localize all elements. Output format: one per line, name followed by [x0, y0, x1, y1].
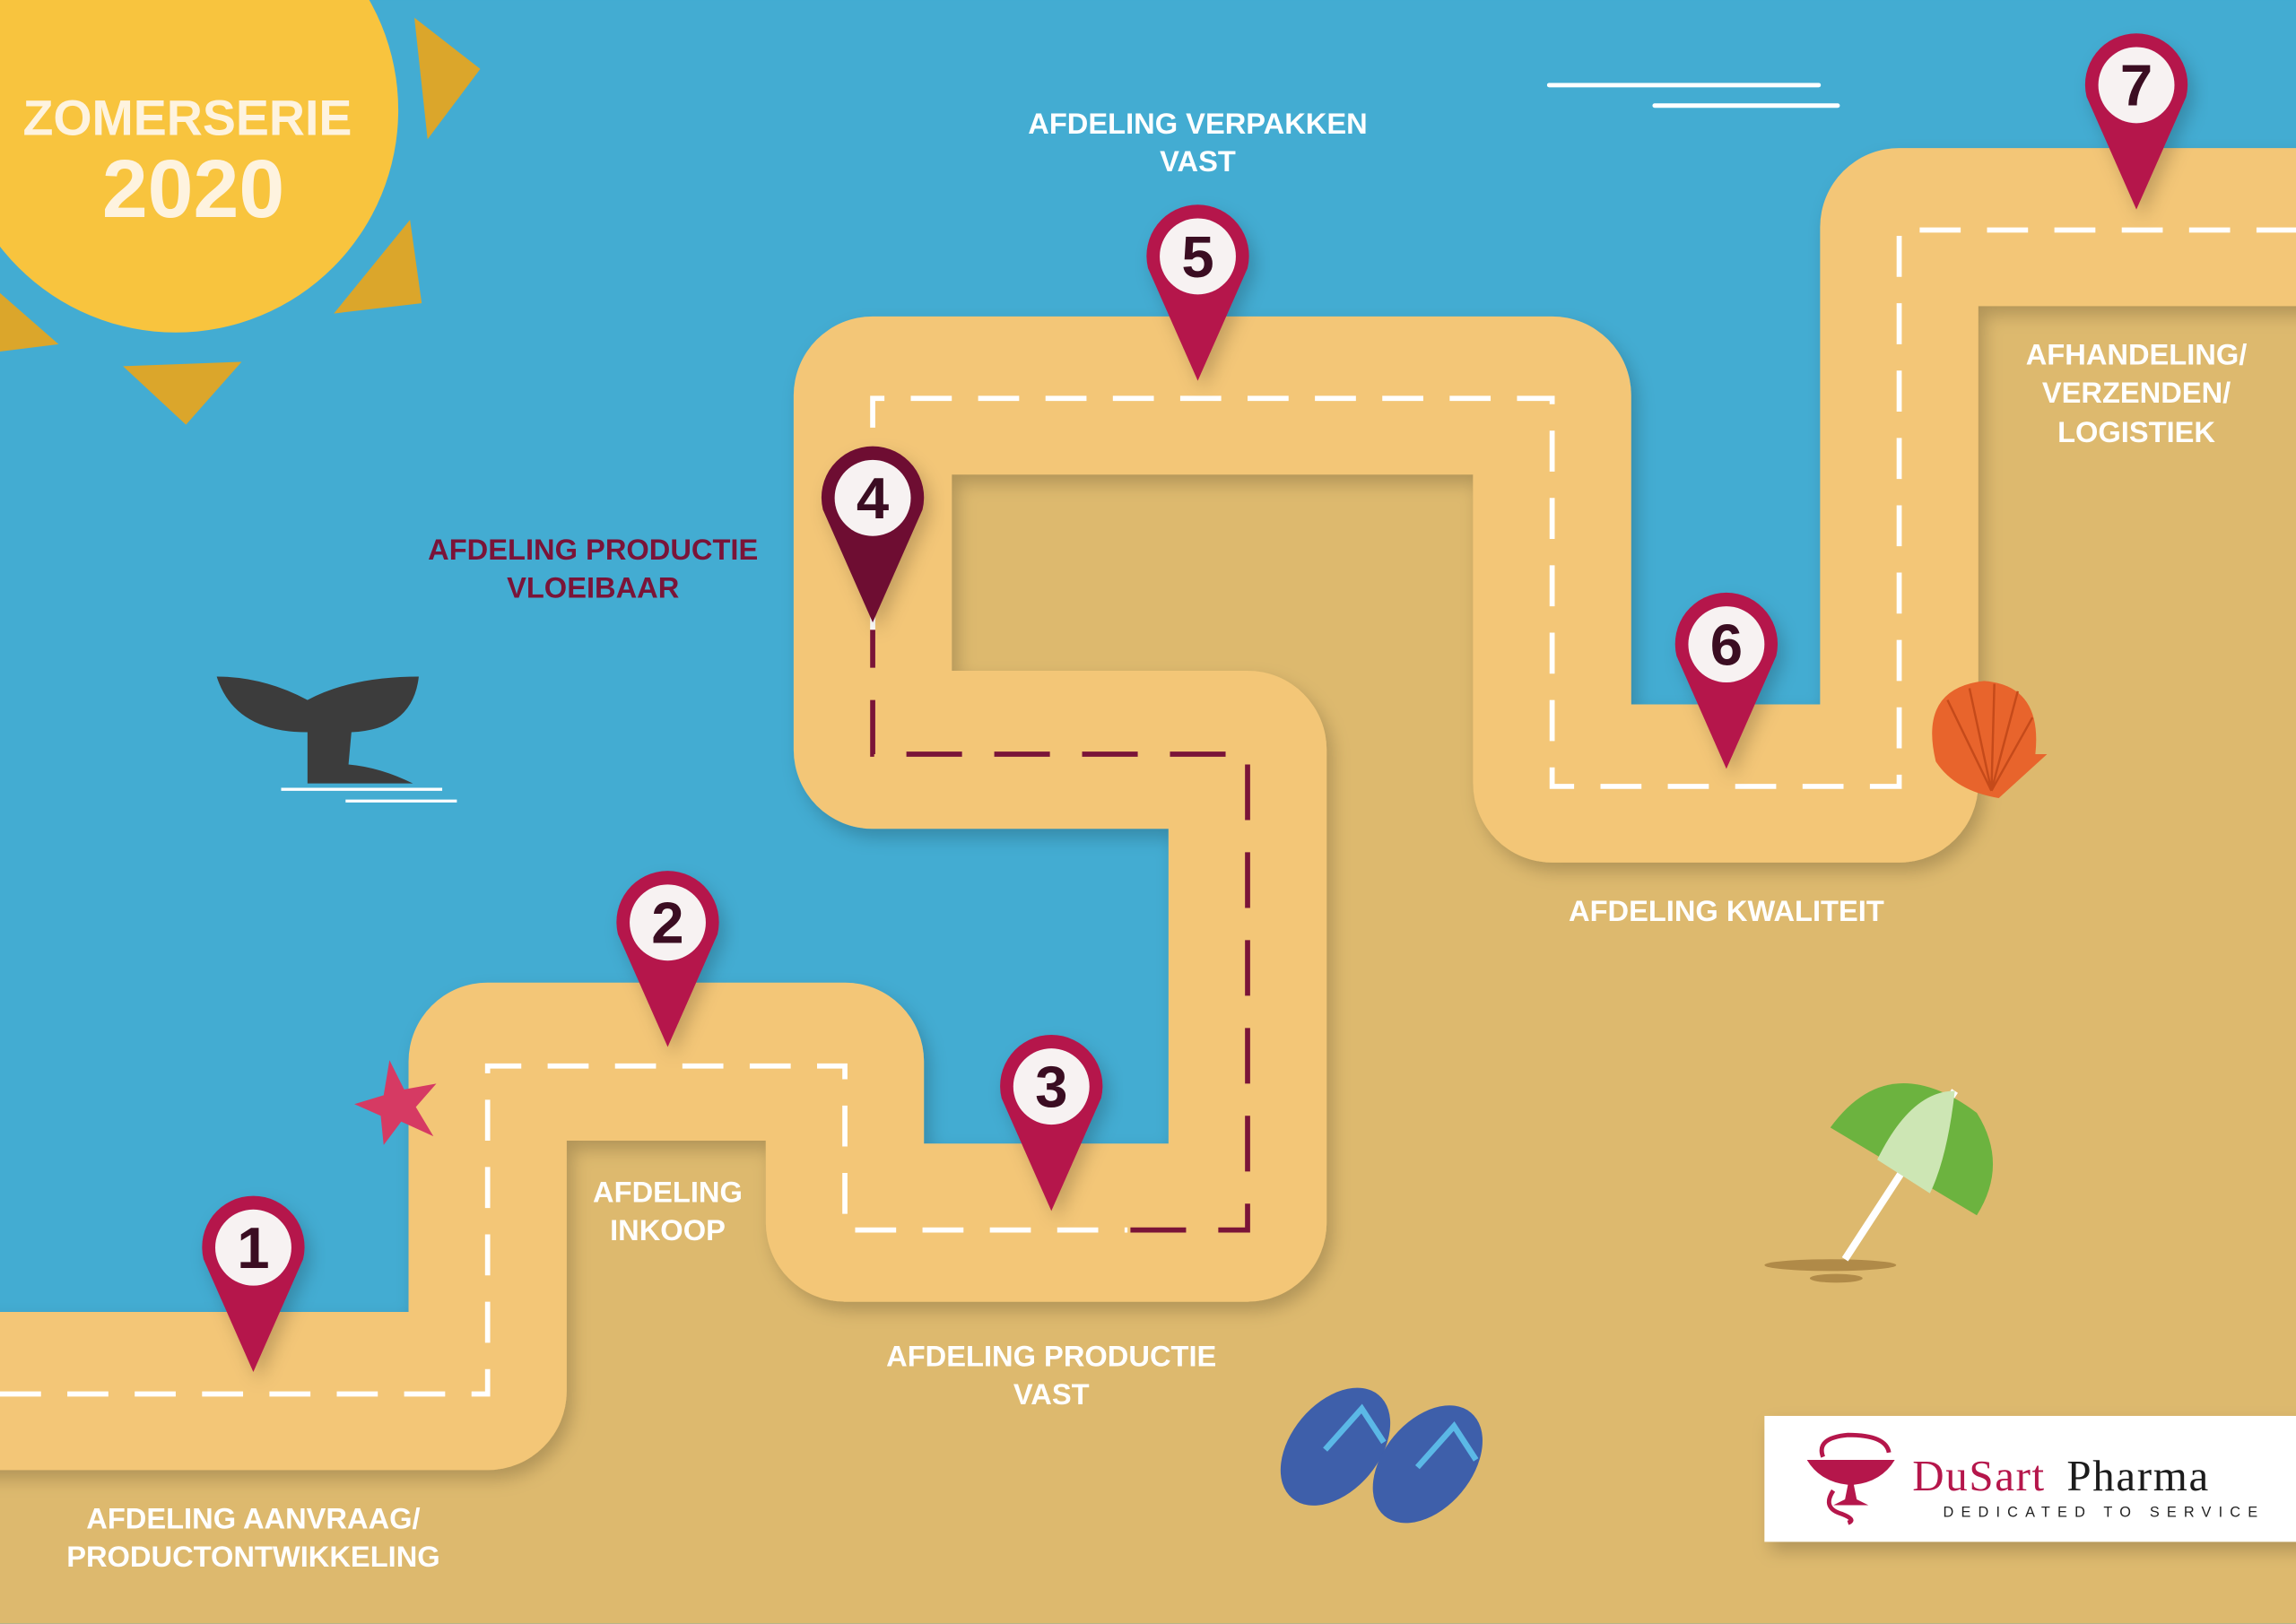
- label-line: VAST: [1160, 144, 1236, 178]
- pin-number: 3: [1035, 1054, 1067, 1119]
- svg-text:DuSart Pharma: DuSart Pharma: [1912, 1451, 2210, 1500]
- pin-number: 2: [651, 890, 683, 956]
- pin-circle: [1013, 1048, 1090, 1125]
- label-line: VERZENDEN/: [2042, 376, 2231, 409]
- water-ripples: [1546, 83, 1840, 109]
- pin-number: 5: [1181, 224, 1213, 290]
- stop-label-4: AFDELING PRODUCTIE VLOEIBAAR: [428, 533, 758, 604]
- map-pin-2: 2: [616, 871, 719, 1047]
- stop-label-5: AFDELING VERPAKKEN VAST: [1028, 107, 1367, 178]
- map-pin-7: 7: [2084, 33, 2188, 210]
- label-line: INKOOP: [610, 1213, 726, 1246]
- stop-label-2: AFDELING INKOOP: [593, 1176, 743, 1246]
- label-line: AFDELING PRODUCTIE: [886, 1339, 1216, 1372]
- stop-label-1: AFDELING AANVRAAG/ PRODUCTONTWIKKELING: [66, 1502, 439, 1573]
- label-line: AFDELING PRODUCTIE: [428, 533, 758, 566]
- seashell-icon: [1932, 681, 2048, 798]
- label-line: AFDELING VERPAKKEN: [1028, 107, 1367, 140]
- pin-number: 7: [2120, 53, 2152, 118]
- label-line: VLOEIBAAR: [507, 570, 679, 604]
- road-dashes: [0, 1063, 1128, 1397]
- label-line: AFHANDELING/: [2026, 338, 2248, 371]
- sun: ZOMERSERIE 2020: [0, 0, 481, 425]
- pin-number: 4: [857, 465, 889, 531]
- brand-part1: DuSart: [1912, 1451, 2046, 1500]
- caduceus-bowl-icon: [1806, 1432, 1895, 1525]
- map-pin-5: 5: [1146, 204, 1249, 381]
- brand-part2: Pharma: [2066, 1451, 2209, 1500]
- stop-label-6: AFDELING KWALITEIT: [1569, 894, 1884, 927]
- beach-umbrella-icon: [1764, 1082, 1994, 1283]
- label-line: AFDELING AANVRAAG/: [86, 1502, 420, 1535]
- pin-number: 1: [237, 1215, 269, 1281]
- sand-area: [0, 227, 2296, 1624]
- whale-tail-icon: [216, 676, 457, 803]
- road: [0, 148, 2296, 1471]
- title-line1: ZOMERSERIE: [22, 90, 352, 145]
- road-dashes-completed: [870, 630, 1250, 1233]
- map-pin-6: 6: [1674, 592, 1779, 769]
- pin-circle: [1688, 606, 1765, 683]
- label-line: VAST: [1013, 1377, 1090, 1411]
- flip-flops-icon: [1280, 1387, 1483, 1524]
- stop-label-7: AFHANDELING/ VERZENDEN/ LOGISTIEK: [2026, 338, 2248, 449]
- label-line: AFDELING KWALITEIT: [1569, 894, 1884, 927]
- label-line: LOGISTIEK: [2057, 415, 2215, 448]
- pin-circle: [215, 1209, 291, 1286]
- road-dashes: [870, 227, 2296, 789]
- dusart-pharma-logo: DuSart Pharma DEDICATED TO SERVICE: [1764, 1415, 2296, 1542]
- title-year: 2020: [102, 143, 284, 235]
- pin-circle: [630, 884, 706, 961]
- pin-circle: [1160, 218, 1236, 295]
- map-pin-3: 3: [1000, 1034, 1103, 1211]
- starfish-icon: [354, 1060, 437, 1145]
- map-pin-1: 1: [202, 1195, 305, 1372]
- pin-circle: [834, 459, 911, 536]
- pin-number: 6: [1710, 612, 1743, 677]
- map-pin-4: 4: [821, 446, 925, 623]
- stop-label-3: AFDELING PRODUCTIE VAST: [886, 1339, 1216, 1410]
- label-line: AFDELING: [593, 1176, 743, 1209]
- label-line: PRODUCTONTWIKKELING: [66, 1540, 439, 1573]
- pin-circle: [2098, 47, 2175, 124]
- logo-tagline: DEDICATED TO SERVICE: [1944, 1505, 2266, 1521]
